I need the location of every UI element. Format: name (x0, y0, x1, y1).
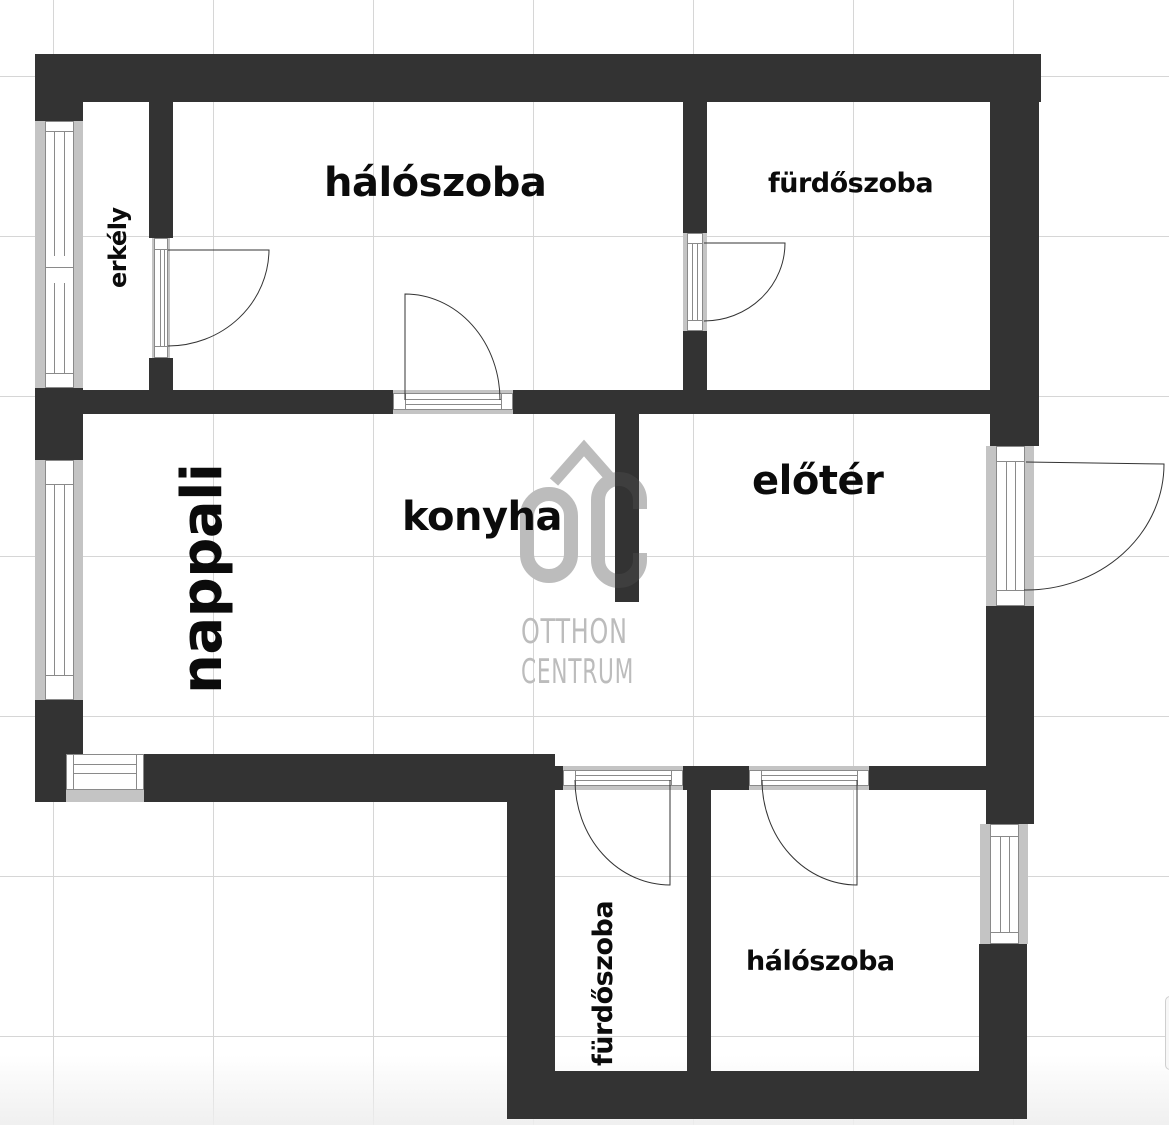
wall-right-mid (986, 606, 1034, 824)
door-swing-balcony (167, 249, 270, 347)
window-bedroom-2 (980, 824, 1028, 944)
logo-line-2: CENTRUM (521, 652, 635, 692)
window-living-room (35, 460, 83, 700)
door-swing-entrance (1023, 461, 1165, 591)
wall-erkely-divider-lower (149, 358, 173, 390)
window-living-bottom (66, 754, 144, 802)
door-frame-balcony (152, 238, 170, 358)
logo-line-1: OTTHON (521, 612, 628, 652)
scrollbar-thumb[interactable] (1165, 996, 1169, 1070)
room-label-bathroom-1: fürdőszoba (768, 168, 934, 199)
door-frame-bedroom-2 (749, 766, 869, 790)
wall-halo-furdo-lower (683, 331, 707, 390)
door-frame-bathroom-2 (563, 766, 683, 790)
room-label-bedroom-2: hálószoba (746, 946, 895, 977)
door-frame-bedroom-1 (393, 390, 513, 414)
room-label-bathroom-2: fürdőszoba (588, 900, 619, 1066)
wall-lower-divider (687, 766, 711, 1096)
wall-erkely-divider-upper (149, 102, 173, 238)
door-swing-bathroom-1 (703, 242, 786, 322)
wall-kitchen-stub-overlay (615, 413, 639, 602)
wall-top (35, 54, 1041, 102)
wall-upper-bottom-left (35, 390, 394, 414)
door-swing-bathroom-2 (574, 779, 671, 886)
room-label-hallway: előtér (752, 458, 884, 504)
door-frame-entrance (986, 446, 1034, 606)
wall-upper-bottom-right (513, 390, 1013, 414)
wall-left-upper (35, 54, 83, 121)
window-erkely (35, 121, 83, 388)
wall-living-bottom (144, 754, 555, 802)
room-label-bedroom-1: hálószoba (324, 160, 547, 206)
door-swing-bedroom-2 (761, 779, 858, 886)
wall-right-upper (990, 54, 1039, 446)
room-label-living-room: nappali (170, 463, 235, 694)
door-swing-bedroom-1 (404, 293, 501, 401)
wall-lower-top-c (869, 766, 989, 790)
wall-bottom (507, 1071, 1027, 1119)
door-frame-bathroom-1 (683, 233, 707, 331)
wall-lower-left (507, 754, 555, 1119)
room-label-erkely: erkély (104, 207, 132, 288)
wall-halo-furdo-upper (683, 102, 707, 233)
room-label-kitchen: konyha (402, 494, 563, 540)
